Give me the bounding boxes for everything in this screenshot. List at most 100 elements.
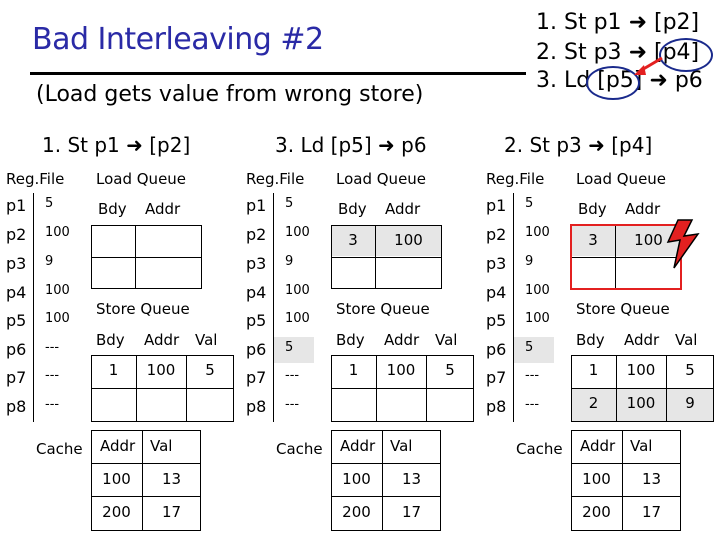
- register-value-p7: ---: [45, 368, 60, 383]
- regfile-divider: [273, 193, 274, 422]
- cache-cell-addr: 200: [102, 503, 131, 521]
- register-value-p7: ---: [285, 368, 300, 383]
- register-value-p8: ---: [285, 397, 300, 412]
- sq-cell-addr: 100: [146, 361, 176, 379]
- sq-header-val: Val: [195, 331, 218, 349]
- sq-cell-bdy: 2: [588, 394, 599, 412]
- seq-src: p1: [593, 10, 622, 35]
- seq-op: St: [564, 40, 587, 65]
- cache-header-addr: Addr: [340, 437, 376, 455]
- sq-header-bdy: Bdy: [336, 331, 365, 349]
- register-name-p3: p3: [486, 254, 507, 273]
- register-value-p4: 100: [525, 283, 550, 298]
- cache-cell-addr: 100: [582, 470, 611, 488]
- register-name-p3: p3: [246, 254, 267, 273]
- sequence-line-1: 1. St p1 ➜ [p2]: [536, 10, 699, 35]
- regfile-divider: [513, 193, 514, 422]
- cache-row-divider-1: [571, 463, 681, 464]
- seq-dst: [p2]: [654, 10, 700, 35]
- sq-header-addr: Addr: [624, 331, 660, 349]
- sq-cell-addr: 100: [626, 361, 656, 379]
- lq-cell-bdy: 3: [348, 231, 358, 249]
- register-value-p6: ---: [45, 340, 60, 355]
- slide-subtitle: (Load gets value from wrong store): [36, 82, 424, 107]
- red-arrow-icon: [634, 56, 663, 75]
- cache-label: Cache: [36, 440, 83, 458]
- arrow-icon: ➜: [628, 10, 647, 35]
- load-queue-label: Load Queue: [336, 170, 427, 188]
- cache-cell-val: 17: [161, 503, 182, 521]
- arrow-icon: ➜: [649, 68, 668, 93]
- highlight-circle-p4: [659, 38, 713, 72]
- register-value-p6: 5: [285, 340, 294, 355]
- register-value-p1: 5: [525, 196, 534, 211]
- cache-col-divider: [382, 430, 383, 531]
- sq-cell-val: 5: [445, 361, 455, 379]
- cache-header-val: Val: [390, 437, 413, 455]
- cache-cell-val: 13: [641, 470, 662, 488]
- register-name-p5: p5: [246, 311, 267, 330]
- sq-row-divider: [91, 388, 234, 389]
- sq-header-val: Val: [435, 331, 458, 349]
- cache-label: Cache: [516, 440, 563, 458]
- register-name-p6: p6: [246, 340, 267, 359]
- register-value-p1: 5: [285, 196, 294, 211]
- lq-cell-addr: 100: [394, 231, 423, 249]
- sq-cell-val: 5: [205, 361, 215, 379]
- cache-row-divider-1: [91, 463, 201, 464]
- lq-header-bdy: Bdy: [98, 200, 127, 218]
- cache-cell-addr: 200: [342, 503, 371, 521]
- lq-header-addr: Addr: [385, 200, 421, 218]
- load-queue-label: Load Queue: [576, 170, 667, 188]
- highlight-circle-p5: [586, 66, 640, 100]
- register-name-p6: p6: [486, 340, 507, 359]
- register-value-p4: 100: [45, 283, 70, 298]
- cache-row-divider-1: [331, 463, 441, 464]
- sq-header-bdy: Bdy: [96, 331, 125, 349]
- register-name-p5: p5: [6, 311, 27, 330]
- seq-num: 2.: [536, 40, 557, 65]
- lq-cell-bdy: 3: [588, 231, 598, 249]
- register-name-p2: p2: [246, 225, 267, 244]
- reg-p6-highlight: [514, 337, 554, 363]
- sq-header-addr: Addr: [384, 331, 420, 349]
- sq-cell-val: 5: [685, 361, 695, 379]
- sq-cell-addr: 100: [386, 361, 416, 379]
- register-value-p4: 100: [285, 283, 310, 298]
- register-value-p8: ---: [45, 397, 60, 412]
- register-name-p2: p2: [486, 225, 507, 244]
- register-name-p2: p2: [6, 225, 27, 244]
- register-name-p1: p1: [486, 196, 507, 215]
- register-name-p1: p1: [246, 196, 267, 215]
- sq-header-addr: Addr: [144, 331, 180, 349]
- cache-header-val: Val: [630, 437, 653, 455]
- cache-table: [571, 430, 681, 531]
- sq-header-bdy: Bdy: [576, 331, 605, 349]
- lq-header-addr: Addr: [625, 200, 661, 218]
- lightning-bolt-icon: [666, 219, 700, 269]
- cache-cell-addr: 100: [102, 470, 131, 488]
- cache-header-val: Val: [150, 437, 173, 455]
- cache-label: Cache: [276, 440, 323, 458]
- cache-table: [331, 430, 441, 531]
- seq-src: p3: [593, 40, 622, 65]
- sq-header-val: Val: [675, 331, 698, 349]
- arrow-icon: ➜: [628, 40, 647, 65]
- register-value-p2: 100: [525, 225, 550, 240]
- lq-header-addr: Addr: [145, 200, 181, 218]
- title-rule: [30, 72, 526, 75]
- register-name-p7: p7: [6, 368, 27, 387]
- reg-p6-highlight: [274, 337, 314, 363]
- cache-cell-val: 17: [641, 503, 662, 521]
- register-name-p1: p1: [6, 196, 27, 215]
- seq-op: Ld: [564, 68, 591, 93]
- seq-op: St: [564, 10, 587, 35]
- register-name-p4: p4: [246, 283, 267, 302]
- store-queue-label: Store Queue: [576, 300, 670, 318]
- register-value-p7: ---: [525, 368, 540, 383]
- load-queue-label: Load Queue: [96, 170, 187, 188]
- regfile-label: Reg.File: [486, 170, 545, 188]
- seq-num: 3.: [536, 68, 557, 93]
- sq-cell-bdy: 1: [348, 361, 359, 379]
- register-value-p3: 9: [45, 254, 54, 269]
